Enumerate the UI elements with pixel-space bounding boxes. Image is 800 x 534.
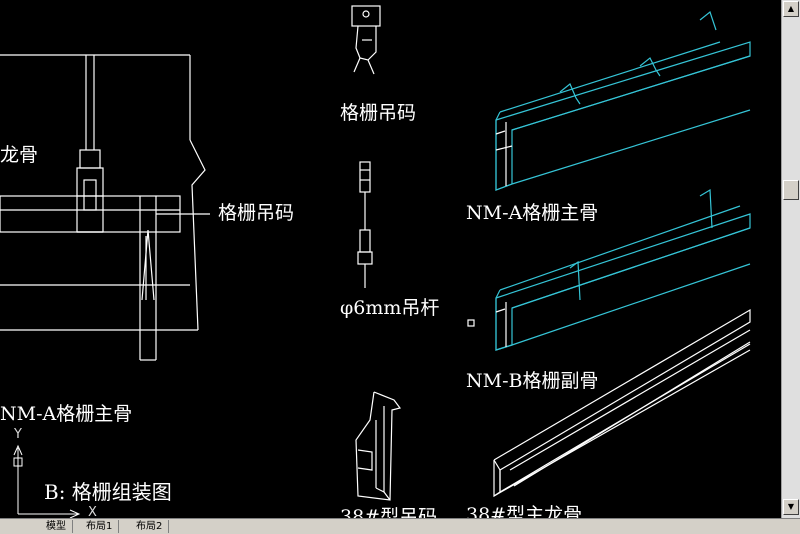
label-nm-b-right: NM-B格栅副骨: [466, 370, 599, 392]
vertical-scrollbar[interactable]: ▲ ▼: [781, 0, 800, 518]
tab-model[interactable]: 模型: [40, 520, 73, 533]
assembly-drawing: [0, 54, 210, 361]
label-grille-hanger-top: 格栅吊码: [340, 102, 417, 124]
label-keel-left: 龙骨: [0, 144, 39, 166]
ucs-y-label: Y: [14, 427, 22, 442]
scroll-up-arrow-icon[interactable]: ▲: [783, 1, 799, 17]
label-nm-a-left: NM-A格栅主骨: [0, 403, 133, 425]
nm-a-profile: [495, 10, 751, 191]
keel-38-profile: [493, 308, 751, 498]
tab-layout-2[interactable]: 布局2: [130, 520, 170, 533]
grille-hanger-part: [351, 5, 381, 75]
nm-b-profile: [467, 188, 751, 351]
ucs-x-label: X: [88, 505, 97, 520]
label-nm-a-right: NM-A格栅主骨: [466, 202, 599, 224]
scroll-down-arrow-icon[interactable]: ▼: [783, 499, 799, 515]
scroll-thumb[interactable]: [783, 180, 799, 200]
hanger-38-part: [355, 391, 402, 501]
assembly-title: B: 格栅组装图: [44, 480, 172, 504]
label-grille-hanger-left: 格栅吊码: [218, 202, 295, 224]
layout-tab-bar: 模型 布局1 布局2: [0, 518, 800, 534]
drawing-canvas[interactable]: [0, 0, 781, 518]
tab-layout-1[interactable]: 布局1: [80, 520, 120, 533]
label-rod: φ6mm吊杆: [340, 297, 440, 319]
hanger-rod-part: [357, 161, 373, 288]
ucs-axis-icon: [13, 444, 81, 518]
